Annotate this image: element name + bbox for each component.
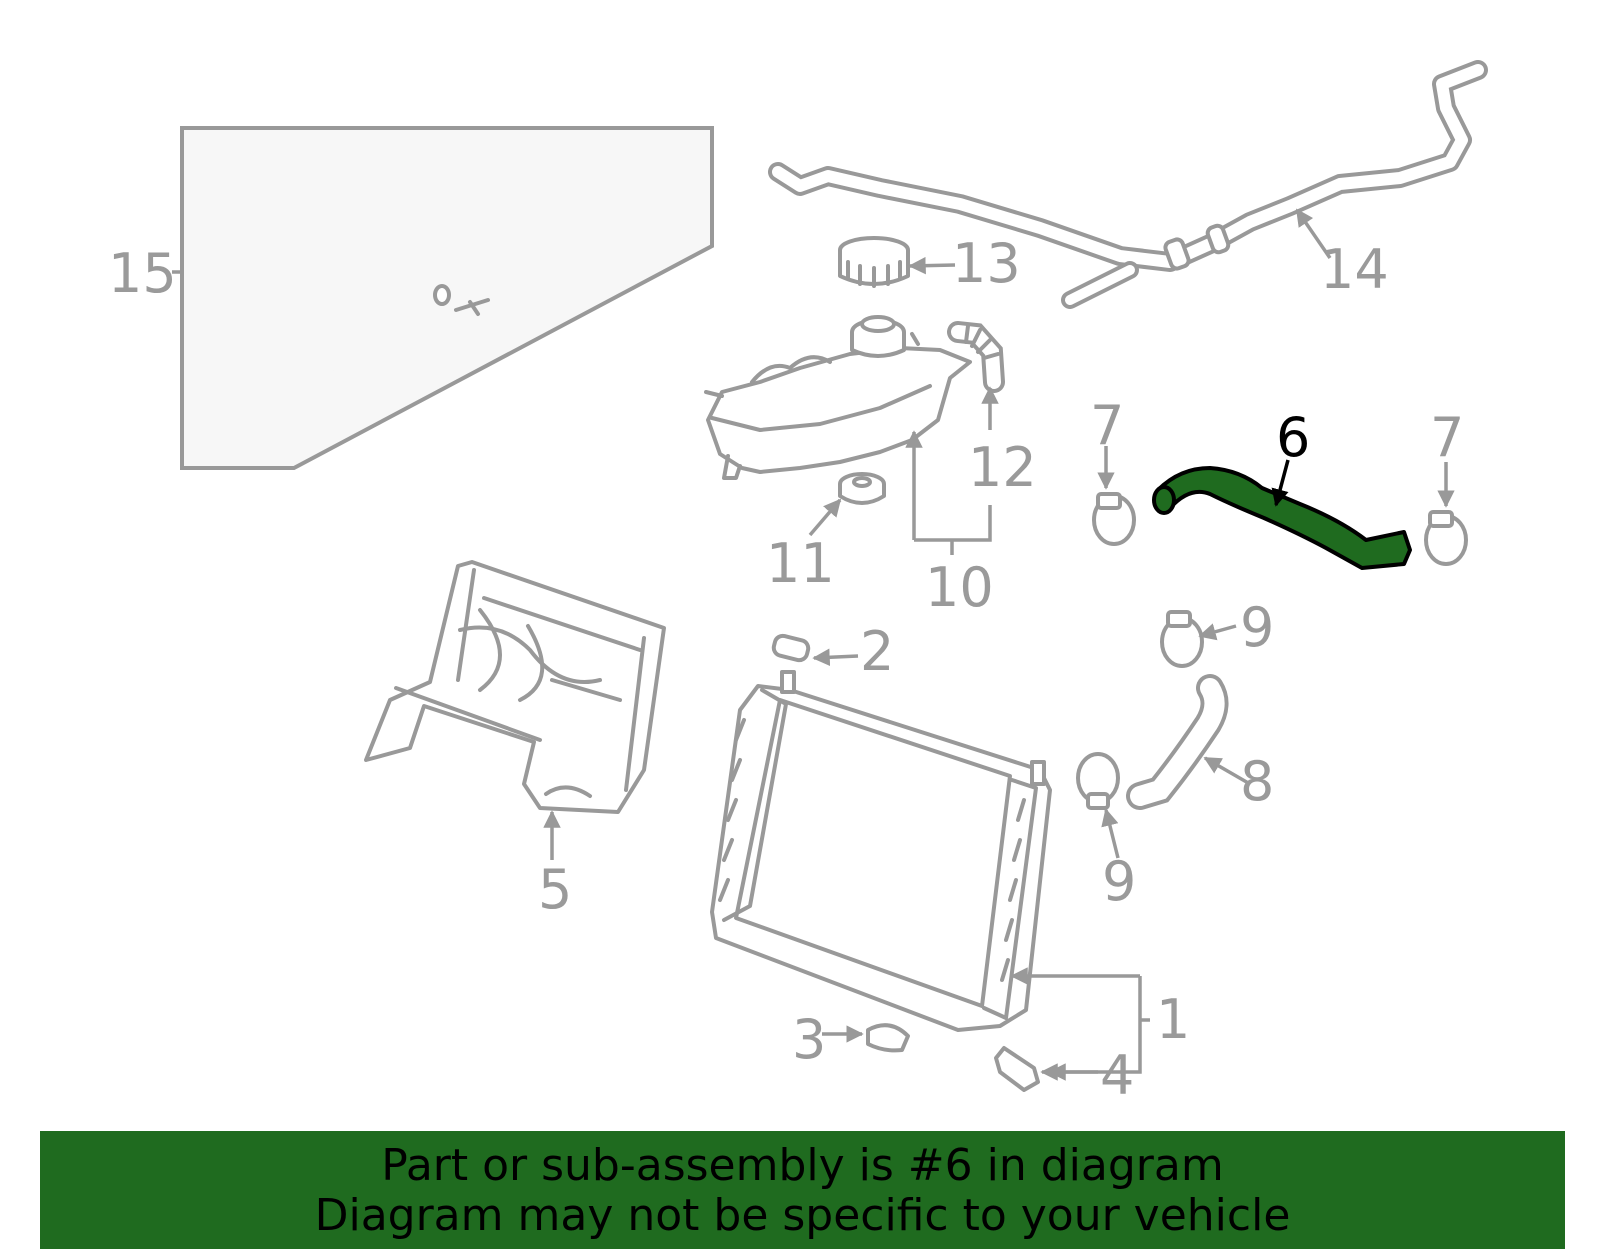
part-4-temperature-sensor[interactable] (994, 1046, 1098, 1092)
part-2-radiator-plug[interactable] (771, 633, 859, 667)
part-6-radiator-hose-highlighted[interactable] (1152, 459, 1412, 570)
callout-8: 8 (1240, 750, 1274, 813)
info-banner: Part or sub-assembly is #6 in diagram Di… (40, 1131, 1565, 1249)
callout-11: 11 (766, 532, 835, 595)
callout-12: 12 (968, 436, 1037, 499)
callout-13: 13 (952, 232, 1021, 295)
part-7-clamp-right[interactable] (1424, 462, 1468, 566)
part-15-hose-kit[interactable] (172, 126, 714, 470)
callout-4: 4 (1100, 1044, 1134, 1107)
banner-line-2: Diagram may not be specific to your vehi… (314, 1190, 1291, 1241)
part-12-reservoir-hose[interactable] (947, 321, 1005, 430)
part-8-lower-hose[interactable] (1126, 674, 1251, 810)
part-5-fan-shroud[interactable] (364, 560, 666, 860)
callout-9-upper: 9 (1240, 596, 1274, 659)
callout-7-left: 7 (1090, 394, 1124, 457)
part-10-coolant-reservoir[interactable] (704, 315, 992, 555)
callout-2: 2 (860, 620, 894, 683)
banner-line-1: Part or sub-assembly is #6 in diagram (381, 1140, 1224, 1191)
callout-7-right: 7 (1430, 406, 1464, 469)
part-11-grommet[interactable] (808, 472, 886, 537)
part-1-radiator[interactable] (710, 670, 1150, 1081)
part-14-heater-hose[interactable] (768, 60, 1488, 309)
callout-14: 14 (1320, 238, 1389, 301)
callout-1: 1 (1156, 988, 1190, 1051)
callout-5: 5 (538, 858, 572, 921)
part-7-clamp-left[interactable] (1092, 446, 1136, 546)
part-3-drain-plug[interactable] (822, 1023, 910, 1053)
part-9-clamp-upper[interactable] (1160, 610, 1237, 668)
callout-10: 10 (925, 556, 994, 619)
callout-15: 15 (108, 242, 177, 305)
part-13-reservoir-cap[interactable] (838, 236, 956, 288)
part-9-clamp-lower[interactable] (1076, 752, 1120, 859)
callout-9-lower: 9 (1102, 850, 1136, 913)
callout-3: 3 (792, 1008, 826, 1071)
callout-6: 6 (1276, 406, 1310, 469)
